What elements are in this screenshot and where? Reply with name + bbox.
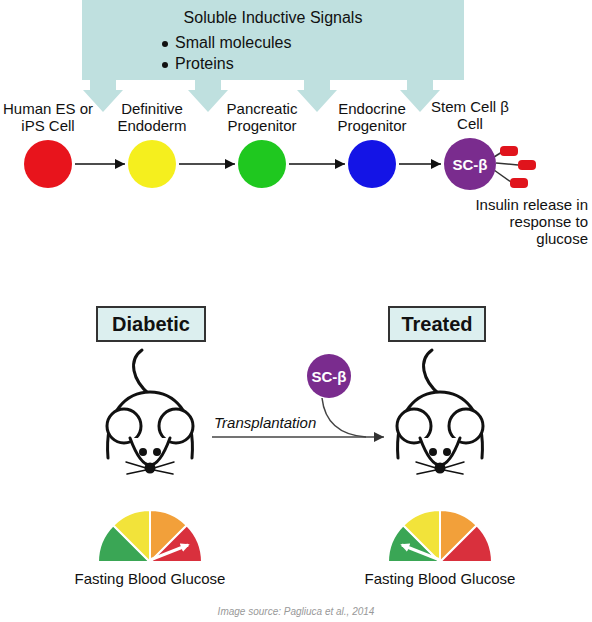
band-item: Small molecules bbox=[162, 34, 291, 52]
band-heading-text: Soluble Inductive Signals bbox=[184, 9, 363, 26]
state-label: Treated bbox=[401, 313, 472, 336]
annotation-label: Fasting Blood Glucose bbox=[340, 570, 540, 587]
stage-label: Human ES or iPS Cell bbox=[0, 100, 96, 134]
mouse-illustration bbox=[107, 350, 193, 474]
band-item: Proteins bbox=[162, 55, 234, 73]
stage-label: Endocrine Progenitor bbox=[324, 100, 420, 134]
cell-circle: Definitive Endoderm bbox=[128, 140, 176, 188]
state-box: Diabetic bbox=[96, 306, 206, 342]
flow-arrow bbox=[179, 163, 235, 165]
state-box: Treated bbox=[388, 306, 486, 342]
image-caption: Image source: Pagliuca et al., 2014 bbox=[0, 603, 592, 620]
bullet-dot bbox=[162, 41, 168, 47]
annotation-label: Insulin release in response to glucose bbox=[474, 196, 588, 247]
annotation-label: Transplantation bbox=[214, 414, 344, 431]
signal-band: Soluble Inductive SignalsSmall molecules… bbox=[78, 0, 468, 112]
cell-name: SC-β bbox=[453, 156, 488, 173]
flow-arrow bbox=[289, 163, 345, 165]
bullet-text: Small molecules bbox=[175, 34, 291, 51]
flow-arrow bbox=[399, 163, 441, 165]
glucose-gauge bbox=[388, 510, 492, 562]
bullet-text: Proteins bbox=[175, 55, 234, 72]
cell-circle: SC-β bbox=[307, 354, 351, 398]
stage-label: Definitive Endoderm bbox=[104, 100, 200, 134]
cell-circle: Pancreatic Progenitor bbox=[238, 140, 286, 188]
state-label: Diabetic bbox=[112, 313, 190, 336]
signal-arrow bbox=[297, 78, 337, 112]
mouse-illustration bbox=[397, 350, 483, 474]
cell-name: SC-β bbox=[312, 368, 347, 385]
transplant-arrow bbox=[212, 398, 384, 437]
stage-label: Stem Cell β Cell bbox=[430, 98, 510, 132]
signal-arrow bbox=[188, 78, 228, 112]
stage-label: Pancreatic Progenitor bbox=[214, 100, 310, 134]
band-heading: Soluble Inductive Signals bbox=[78, 9, 468, 27]
cell-circle: Stem Cell β CellSC-β bbox=[444, 138, 496, 190]
annotation-label: Fasting Blood Glucose bbox=[50, 570, 250, 587]
flow-arrow bbox=[75, 163, 125, 165]
cell-circle: Human ES or iPS Cell bbox=[24, 140, 72, 188]
insulin-granules bbox=[494, 146, 536, 188]
bullet-dot bbox=[162, 62, 168, 68]
cell-circle: Endocrine Progenitor bbox=[348, 140, 396, 188]
glucose-gauge bbox=[98, 510, 202, 562]
